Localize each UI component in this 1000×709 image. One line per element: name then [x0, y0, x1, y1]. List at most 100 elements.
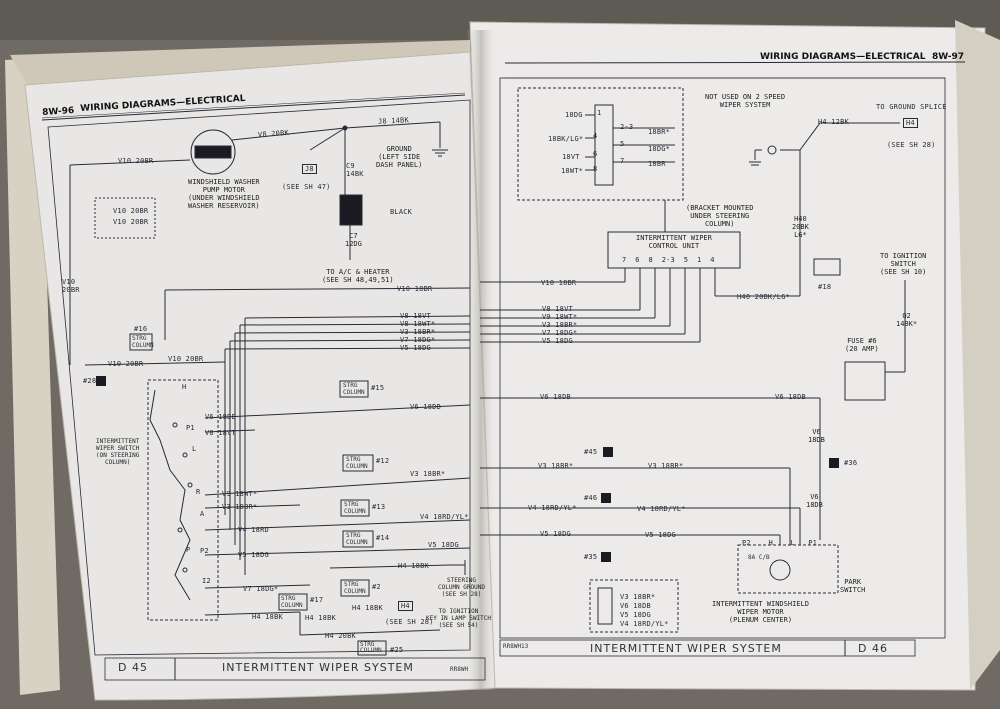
pin-a: A [200, 510, 205, 518]
label-h4-box-right: H4 [903, 118, 918, 128]
label-steering-ground: STEERING COLUMN GROUND (SEE SH 28) [438, 577, 485, 598]
conn-18vt: 18VT [562, 153, 580, 161]
label-r-v6-18db-v: V6 18DB [808, 428, 825, 444]
label-r-v9-18wt: V9 18WT* [542, 313, 578, 321]
label-strg-16: #16 [134, 325, 148, 333]
right-page-header: WIRING DIAGRAMS—ELECTRICAL [760, 52, 926, 62]
right-footer-title: INTERMITTENT WIPER SYSTEM [590, 642, 782, 655]
label-h4-20bk: H4 20BK [325, 632, 356, 640]
label-v7-18dg-b: V7 18DG* [243, 585, 279, 593]
label-v4-18rd: V4 18RD [238, 526, 269, 534]
label-connector-list: V3 18BR* V6 18DB V5 18DG V4 18RD/YL* [620, 593, 669, 628]
left-page [24, 51, 496, 701]
label-j8-box: J8 [302, 164, 317, 174]
label-h4-18bk-c: H4 18BK [252, 613, 283, 621]
label-num45: #45 [584, 448, 598, 456]
label-v3-18br-mid: V3 18BR* [410, 470, 446, 478]
right-footer-code: D 46 [858, 642, 888, 655]
label-strg-14: #14 [376, 534, 390, 542]
label-h40-b: H40 20BK/LG* [737, 293, 790, 301]
label-control-unit: INTERMITTENT WIPER CONTROL UNIT [636, 234, 712, 250]
label-r-v6-18db-v2: V6 18DB [806, 493, 823, 509]
pin-i2: I2 [202, 577, 211, 585]
label-v10-20br-b: V10 20BR [108, 360, 144, 368]
label-strg-13: #13 [372, 503, 386, 511]
label-v5-18dg-mid: V5 18DG [428, 541, 459, 549]
label-ground-dash: GROUND (LEFT SIDE DASH PANEL) [376, 145, 423, 169]
label-v8-18vt-b: V8 18VT [205, 429, 236, 437]
label-strg-15: #15 [371, 384, 385, 392]
label-v10-vertical: V10 20BR [62, 278, 80, 294]
label-to-ignition-switch: TO IGNITION SWITCH (SEE SH 10) [880, 252, 927, 276]
label-v10-top: V10 20BR [118, 157, 154, 165]
label-see-sh28-right: (SEE SH 28) [887, 141, 936, 149]
label-v7-18dg: V7 18DG* [400, 336, 436, 344]
right-footer-ref: RR8WH13 [503, 643, 529, 650]
label-v10-20br-c: V10 20BR [168, 355, 204, 363]
label-num35: #35 [584, 553, 598, 561]
conn-18br: 18BR* [648, 128, 671, 136]
wiring-lines [41, 61, 966, 681]
conn-pin7: 7 [620, 157, 625, 165]
label-h4-18bk: H4 18BK [398, 562, 429, 570]
page-stack-left [5, 58, 60, 695]
label-num28: #28 [83, 377, 97, 385]
label-r-v3-18br: V3 18BR* [542, 321, 578, 329]
pin-p2: P2 [200, 547, 209, 555]
left-footer-code: D 45 [118, 661, 148, 674]
label-v6-18db-mid: V6 18DB [410, 403, 441, 411]
conn-23: 2-3 [620, 123, 634, 131]
label-v3-18br-b: V3 18BR* [222, 503, 258, 511]
label-strg-25: #25 [390, 646, 404, 654]
strg-column-14: STRG COLUMN [346, 532, 368, 546]
label-to-ground-splice: TO GROUND SPLICE [876, 103, 947, 111]
label-q2-14bk: Q2 14BK* [896, 312, 918, 328]
conn-18dg: 18DG [565, 111, 583, 119]
label-num46: #46 [584, 494, 598, 502]
label-strg-17: #17 [310, 596, 324, 604]
label-h4-box: H4 [398, 601, 413, 611]
label-to-ac-heater: TO A/C & HEATER (SEE SH 48,49,51) [322, 268, 394, 284]
label-v10-small-b: V10 20BR [113, 218, 149, 226]
label-r-v7-18dg: V7 18DG* [542, 329, 578, 337]
conn-18dg2: 18DG* [648, 145, 671, 153]
strg-column-boxes [129, 258, 841, 656]
conn-pin5: 5 [620, 140, 625, 148]
label-h40: H40 20BK LG* [792, 215, 809, 239]
pin-p: P [186, 546, 191, 554]
label-motor-inner: 8A C/B [748, 554, 770, 561]
label-h4-12bk: H4 12BK [818, 118, 849, 126]
label-intermittent-switch: INTERMITTENT WIPER SWITCH (ON STEERING C… [96, 438, 140, 466]
conn-pin4: 4 [593, 132, 598, 140]
splice-markers [96, 376, 839, 562]
label-c7-12dg: C7 12DG [345, 232, 362, 248]
label-see-sh28-left: (SEE SH 28) [385, 618, 434, 626]
pin-l: L [192, 445, 197, 453]
pin-r: R [196, 488, 201, 496]
right-page-id: 8W-97 [932, 52, 965, 62]
label-motor-pins: P2 H L P1 [742, 539, 818, 547]
pin-h: H [182, 383, 187, 391]
left-footer-ref: RR8WH [450, 666, 469, 673]
label-r-v5-18dg-b: V5 18DG [645, 531, 676, 539]
label-strg-12: #12 [376, 457, 390, 465]
label-v3-18br: V3 18BR* [400, 328, 436, 336]
strg-column-16: STRG COLUMN [132, 335, 154, 349]
label-see-sh47: (SEE SH 47) [282, 183, 331, 191]
label-r-v4-18rdyl-b: V4 18RD/YL* [637, 505, 686, 513]
label-r-v4-18rdyl-a: V4 18RD/YL* [528, 504, 577, 512]
strg-column-15: STRG COLUMN [343, 382, 365, 396]
label-r-v5-18dg-a: V5 18DG [540, 530, 571, 538]
label-r-v5-18dg: V5 18DG [542, 337, 573, 345]
label-v10-small-a: V10 20BR [113, 207, 149, 215]
label-h4-18bk-d: H4 18BK [305, 614, 336, 622]
strg-column-17: STRG COLUMN [281, 595, 303, 609]
label-to-ignition-key: TO IGNITION KEY IN LAMP SWITCH (SEE SH 5… [426, 608, 492, 629]
conn-pin6: 6 [593, 150, 598, 158]
label-v6-18db: V6 18DB [205, 413, 236, 421]
strg-column-2: STRG COLUMN [344, 581, 366, 595]
left-page-id: 8W-96 [42, 106, 75, 118]
label-r-v10-18br: V10 18BR [541, 279, 577, 287]
label-v4-18rdyl: V4 18RD/YL* [420, 513, 469, 521]
